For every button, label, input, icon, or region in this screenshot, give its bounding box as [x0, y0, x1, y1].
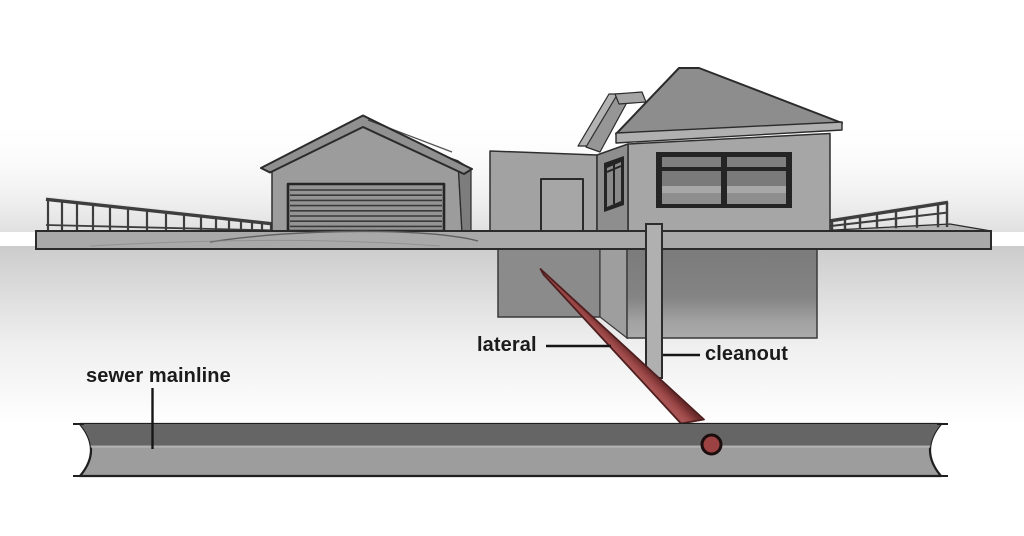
right-fence-top-rail	[817, 200, 949, 225]
front-door	[540, 178, 584, 233]
main-window-right-half	[727, 157, 786, 204]
window-reflection-band	[662, 186, 721, 193]
garage-door	[286, 182, 446, 233]
house	[489, 67, 843, 233]
sewer-mainline-label: sewer mainline	[86, 365, 231, 387]
main-window-left-half	[662, 157, 721, 204]
window-reflection-band	[727, 186, 786, 193]
window-transom	[727, 157, 786, 167]
lateral-label: lateral	[477, 334, 537, 356]
left-fence-bottom-rail	[45, 224, 278, 232]
right-fence-top-rail-highlight	[817, 199, 949, 221]
driveway-curve-faint	[89, 239, 441, 247]
cleanout-label: cleanout	[705, 343, 789, 365]
foundation-left-block	[497, 247, 601, 318]
cleanout-pipe	[645, 223, 663, 379]
connection-fitting	[700, 433, 723, 456]
driveway-curve	[209, 230, 479, 243]
left-fence	[45, 196, 278, 232]
window-lower-pane	[662, 193, 721, 204]
mainline-highlight-line	[80, 445, 941, 448]
right-fence-bottom-rail	[817, 211, 949, 229]
leader-lines	[151, 344, 700, 449]
window-lower-pane	[727, 193, 786, 204]
sewer-mainline-pipe	[73, 422, 948, 478]
garage-door-slats	[290, 189, 442, 228]
porch-cap-horizontal	[614, 91, 647, 105]
right-fence	[817, 199, 949, 230]
left-fence-top-rail-highlight	[45, 196, 278, 223]
main-roof-fascia	[615, 121, 843, 144]
garage-roof	[260, 114, 473, 175]
left-fence-posts	[46, 199, 273, 232]
side-window-mullions	[606, 164, 622, 204]
garage	[260, 114, 473, 233]
window-transom	[662, 157, 721, 167]
left-fence-top-rail	[45, 197, 278, 226]
garage-roof-ridge-line	[367, 119, 453, 153]
mainline-shadow-band	[80, 424, 941, 446]
ground-slab	[35, 230, 992, 250]
mainline-end-ticks	[73, 423, 948, 477]
